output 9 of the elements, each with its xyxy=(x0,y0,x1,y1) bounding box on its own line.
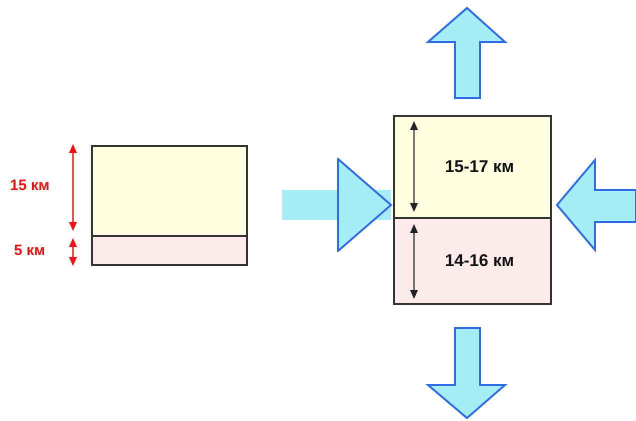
dimension-label: 15 км xyxy=(10,177,50,194)
rock-layer xyxy=(393,217,552,305)
thickness-label: 15-17 км xyxy=(444,157,514,177)
block-arrow xyxy=(282,158,392,252)
rock-layer xyxy=(91,235,248,266)
rock-layer xyxy=(91,145,248,237)
rock-layer xyxy=(393,115,552,219)
thickness-label: 14-16 км xyxy=(444,251,514,271)
dimension-label: 5 км xyxy=(14,242,46,259)
